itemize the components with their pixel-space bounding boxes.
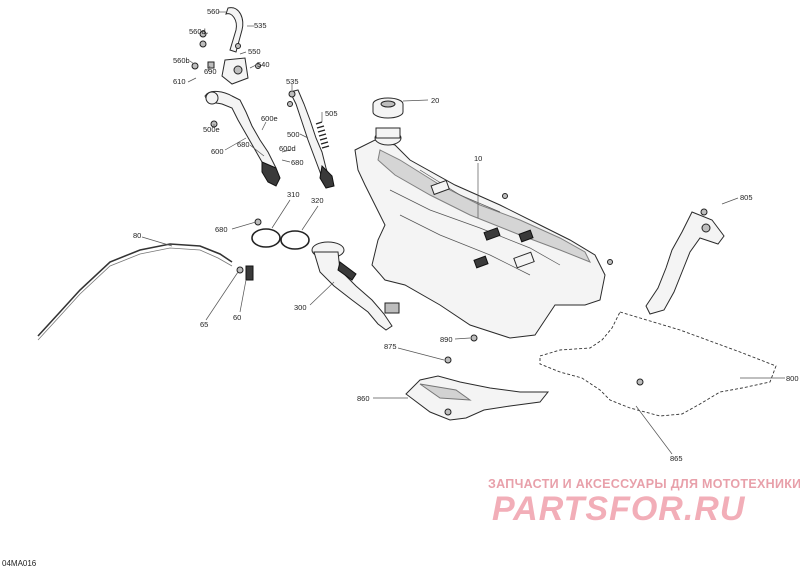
callout-690: 690 [204,67,217,76]
clip [470,334,478,342]
callout-560d: 560d [189,27,206,36]
callout-65: 65 [200,320,208,329]
callout-805: 805 [740,193,753,202]
callout-20: 20 [431,96,439,105]
callout-560: 560 [207,7,220,16]
heat-shield [405,356,550,421]
callout-310: 310 [287,190,300,199]
callout-labels: 560 535 560d 550 560b 690 540 610 20 505… [133,7,799,463]
watermark-subtitle: ЗАПЧАСТИ И АКСЕССУАРЫ ДЛЯ МОТОТЕХНИКИ [488,477,800,491]
tank-pegs [502,193,613,265]
callout-10: 10 [474,154,482,163]
callout-680c: 680 [215,225,228,234]
callout-890: 890 [440,335,453,344]
vent-hose [287,89,335,189]
spring [315,121,330,149]
callout-540: 540 [257,60,270,69]
fuel-line [37,243,254,341]
callout-600d: 600d [279,144,296,153]
watermark: ЗАПЧАСТИ И АКСЕССУАРЫ ДЛЯ МОТОТЕХНИКИ PA… [488,477,800,528]
callout-600e: 600e [261,114,278,123]
callout-680a: 680 [237,140,250,149]
callout-800: 800 [786,374,799,383]
callout-860: 860 [357,394,370,403]
fuel-pump-module [311,241,400,331]
callout-865: 865 [670,454,683,463]
fuel-cap [372,97,404,119]
callout-80: 80 [133,231,141,240]
fuel-tank [354,127,606,339]
watermark-brand: PARTSFOR.RU [492,490,746,528]
right-bracket [645,208,725,315]
callout-875: 875 [384,342,397,351]
leader-lines [141,11,785,455]
floor-panel [539,311,777,417]
callout-500e: 500e [203,125,220,134]
callout-600: 600 [211,147,224,156]
filler-hose-assembly [191,7,281,187]
callout-535b: 535 [286,77,299,86]
callout-320: 320 [311,196,324,205]
callout-550: 550 [248,47,261,56]
gaskets [251,218,310,250]
callout-500: 500 [287,130,300,139]
callout-300: 300 [294,303,307,312]
callout-680b: 680 [291,158,304,167]
figure-code: 04MA016 [2,559,37,568]
callout-60: 60 [233,313,241,322]
callout-560b: 560b [173,56,190,65]
callout-610: 610 [173,77,186,86]
callout-535: 535 [254,21,267,30]
callout-505: 505 [325,109,338,118]
